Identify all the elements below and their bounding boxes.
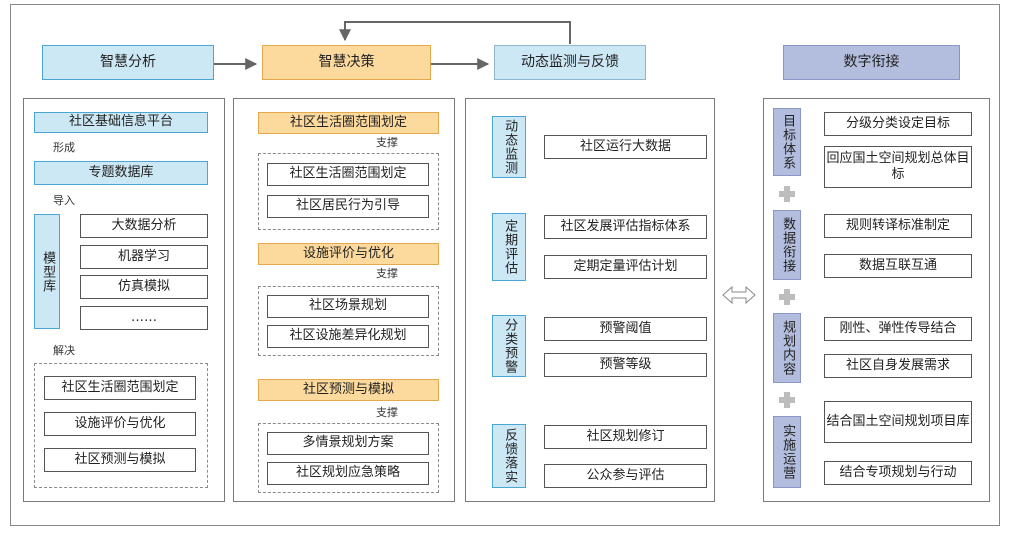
solve-label: 解决 — [53, 344, 75, 357]
form-label: 形成 — [53, 141, 75, 154]
monitor-item-public-eval: 公众参与评估 — [544, 464, 707, 488]
digital-item-classify-goals: 分级分类设定目标 — [824, 112, 972, 136]
stage-warning: 分类预警 — [492, 315, 526, 377]
monitor-item-big-data: 社区运行大数据 — [544, 135, 707, 159]
monitor-item-level: 预警等级 — [544, 353, 707, 377]
stage-monitoring: 动态监测 — [492, 116, 526, 178]
digital-item-rigid-flexible: 刚性、弹性传导结合 — [824, 317, 972, 341]
stage-evaluation: 定期评估 — [492, 213, 526, 281]
import-label: 导入 — [53, 194, 75, 207]
output-life-circle: 社区生活圈范围划定 — [44, 376, 196, 400]
decision-group3-items — [258, 423, 439, 493]
output-facility-eval: 设施评价与优化 — [44, 412, 196, 436]
decision-item-life-circle: 社区生活圈范围划定 — [267, 163, 429, 186]
header-smart-analysis: 智慧分析 — [42, 45, 214, 80]
support-label-3: 支撑 — [376, 406, 398, 419]
digital-item-rule-standard: 规则转译标准制定 — [824, 214, 972, 238]
monitor-item-threshold: 预警阈值 — [544, 317, 707, 341]
plus-icon — [779, 186, 795, 202]
digital-plan-content: 规划内容 — [773, 313, 801, 383]
header-digital-link: 数字衔接 — [783, 45, 960, 80]
platform-box: 社区基础信息平台 — [34, 112, 208, 133]
arrow-feedback-loop — [339, 21, 571, 44]
decision-item-scenario: 多情景规划方案 — [267, 432, 429, 455]
decision-group1-items — [258, 153, 439, 230]
double-arrow-icon — [722, 285, 756, 305]
header-monitor-feedback: 动态监测与反馈 — [494, 45, 646, 80]
model-machine-learning: 机器学习 — [80, 245, 208, 269]
digital-goal-system: 目标体系 — [773, 108, 801, 176]
decision-item-emergency: 社区规划应急策略 — [267, 462, 429, 485]
support-label-2: 支撑 — [376, 267, 398, 280]
model-more: …… — [80, 306, 208, 330]
digital-item-special-plan: 结合专项规划与行动 — [824, 461, 972, 485]
digital-implementation: 实施运营 — [773, 416, 801, 488]
digital-item-self-development: 社区自身发展需求 — [824, 354, 972, 378]
decision-group2-items — [258, 286, 439, 356]
decision-item-behavior-guide: 社区居民行为引导 — [267, 195, 429, 218]
plus-icon — [779, 289, 795, 305]
outputs-group — [34, 363, 208, 488]
header-smart-decision: 智慧决策 — [262, 45, 431, 80]
model-library-box: 模型库 — [34, 214, 60, 329]
monitor-item-indicator-system: 社区发展评估指标体系 — [544, 215, 707, 239]
output-prediction: 社区预测与模拟 — [44, 448, 196, 472]
model-big-data: 大数据分析 — [80, 214, 208, 238]
decision-group3-title: 社区预测与模拟 — [258, 379, 439, 401]
digital-data-link: 数据衔接 — [773, 210, 801, 280]
decision-group2-title: 设施评价与优化 — [258, 243, 439, 265]
digital-item-data-interconnect: 数据互联互通 — [824, 254, 972, 278]
digital-item-respond-goals: 回应国土空间规划总体目标 — [824, 146, 972, 188]
model-simulation: 仿真模拟 — [80, 275, 208, 299]
decision-item-facility-plan: 社区设施差异化规划 — [267, 325, 429, 348]
diagram-frame — [10, 4, 1000, 526]
database-box: 专题数据库 — [34, 161, 208, 185]
plus-icon — [779, 392, 795, 408]
decision-group1-title: 社区生活圈范围划定 — [258, 112, 439, 134]
monitor-item-revision: 社区规划修订 — [544, 425, 707, 449]
support-label-1: 支撑 — [376, 136, 398, 149]
stage-feedback: 反馈落实 — [492, 424, 526, 488]
monitor-item-eval-plan: 定期定量评估计划 — [544, 255, 707, 279]
decision-item-scene-plan: 社区场景规划 — [267, 295, 429, 318]
digital-item-project-library: 结合国土空间规划项目库 — [824, 401, 972, 443]
